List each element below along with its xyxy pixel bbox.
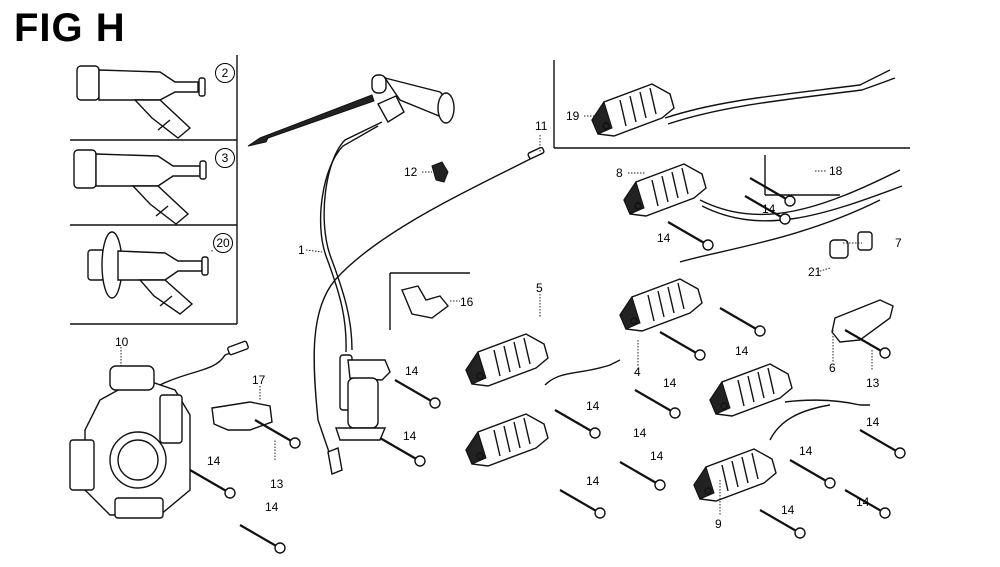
callout-14: 14 bbox=[781, 503, 795, 517]
callout-14: 14 bbox=[586, 474, 600, 488]
callout-14: 14 bbox=[799, 444, 813, 458]
coil-19-frame bbox=[553, 60, 910, 149]
plate-6 bbox=[831, 299, 894, 343]
ignition-coil bbox=[327, 354, 391, 475]
callout-14: 14 bbox=[633, 426, 647, 440]
callout-8: 8 bbox=[616, 166, 623, 180]
callout-14: 14 bbox=[762, 202, 776, 216]
inset-ref-20: 20 bbox=[213, 233, 233, 253]
bolt-14 bbox=[553, 408, 602, 440]
plug-cap-variant-20 bbox=[87, 231, 209, 315]
leader-lines bbox=[120, 115, 873, 515]
callout-4: 4 bbox=[634, 365, 641, 379]
clip-12 bbox=[431, 161, 449, 183]
callout-14: 14 bbox=[866, 415, 880, 429]
callout-1: 1 bbox=[298, 243, 305, 257]
callout-6: 6 bbox=[829, 361, 836, 375]
callout-9: 9 bbox=[715, 517, 722, 531]
callout-14: 14 bbox=[586, 399, 600, 413]
bolt-14 bbox=[618, 460, 667, 492]
plug-cap-variant-2 bbox=[76, 65, 206, 139]
charge-coil-8 bbox=[623, 163, 707, 217]
stator-10 bbox=[69, 340, 249, 519]
callout-14: 14 bbox=[207, 454, 221, 468]
bolt-14 bbox=[658, 330, 707, 362]
callout-5: 5 bbox=[536, 281, 543, 295]
clip-7 bbox=[857, 231, 873, 251]
bolt-14 bbox=[666, 220, 715, 252]
plug-cap-main bbox=[371, 74, 455, 124]
inset-ref-3: 3 bbox=[215, 148, 235, 168]
charge-coil-19 bbox=[591, 83, 675, 137]
clamp-16-inset bbox=[389, 272, 470, 330]
bolt-14 bbox=[788, 458, 837, 490]
bolt-13 bbox=[253, 418, 302, 450]
callout-14: 14 bbox=[735, 344, 749, 358]
callout-14: 14 bbox=[265, 500, 279, 514]
callout-14: 14 bbox=[405, 364, 419, 378]
callout-19: 19 bbox=[566, 109, 580, 123]
callout-10: 10 bbox=[115, 335, 129, 349]
reference-arrow bbox=[247, 94, 375, 147]
charge-coil-5 bbox=[465, 333, 549, 387]
callout-13-right: 13 bbox=[866, 376, 880, 390]
callout-18: 18 bbox=[829, 164, 843, 178]
callout-7: 7 bbox=[895, 236, 902, 250]
bolt-14 bbox=[238, 523, 287, 555]
wire-11 bbox=[313, 153, 541, 456]
callout-14: 14 bbox=[403, 429, 417, 443]
plug-cap-inset-frame bbox=[70, 55, 238, 325]
charge-coil-5b bbox=[465, 413, 549, 467]
bolt-14 bbox=[633, 388, 682, 420]
bolt-14 bbox=[558, 488, 607, 520]
callout-12: 12 bbox=[404, 165, 418, 179]
callout-14: 14 bbox=[650, 449, 664, 463]
callout-17: 17 bbox=[252, 373, 266, 387]
callout-11: 11 bbox=[535, 119, 548, 133]
ht-cord bbox=[323, 121, 383, 351]
plug-cap-variant-3 bbox=[73, 149, 207, 225]
callout-21: 21 bbox=[808, 265, 822, 279]
charge-coil-9 bbox=[693, 448, 777, 502]
inset-ref-2: 2 bbox=[215, 63, 235, 83]
callout-13-left: 13 bbox=[270, 477, 284, 491]
bolt-14 bbox=[718, 306, 767, 338]
callout-14: 14 bbox=[657, 231, 671, 245]
bolt-14 bbox=[393, 378, 442, 410]
grommet-21 bbox=[829, 239, 849, 259]
callout-14: 14 bbox=[856, 495, 870, 509]
bolt-14 bbox=[188, 468, 237, 500]
bracket-17 bbox=[211, 401, 273, 431]
figure-title: FIG H bbox=[14, 6, 126, 50]
charge-coil-9a bbox=[709, 363, 793, 417]
bolt-14 bbox=[858, 428, 907, 460]
callout-14: 14 bbox=[663, 376, 677, 390]
callout-16: 16 bbox=[460, 295, 474, 309]
charge-coil-4 bbox=[619, 278, 703, 332]
